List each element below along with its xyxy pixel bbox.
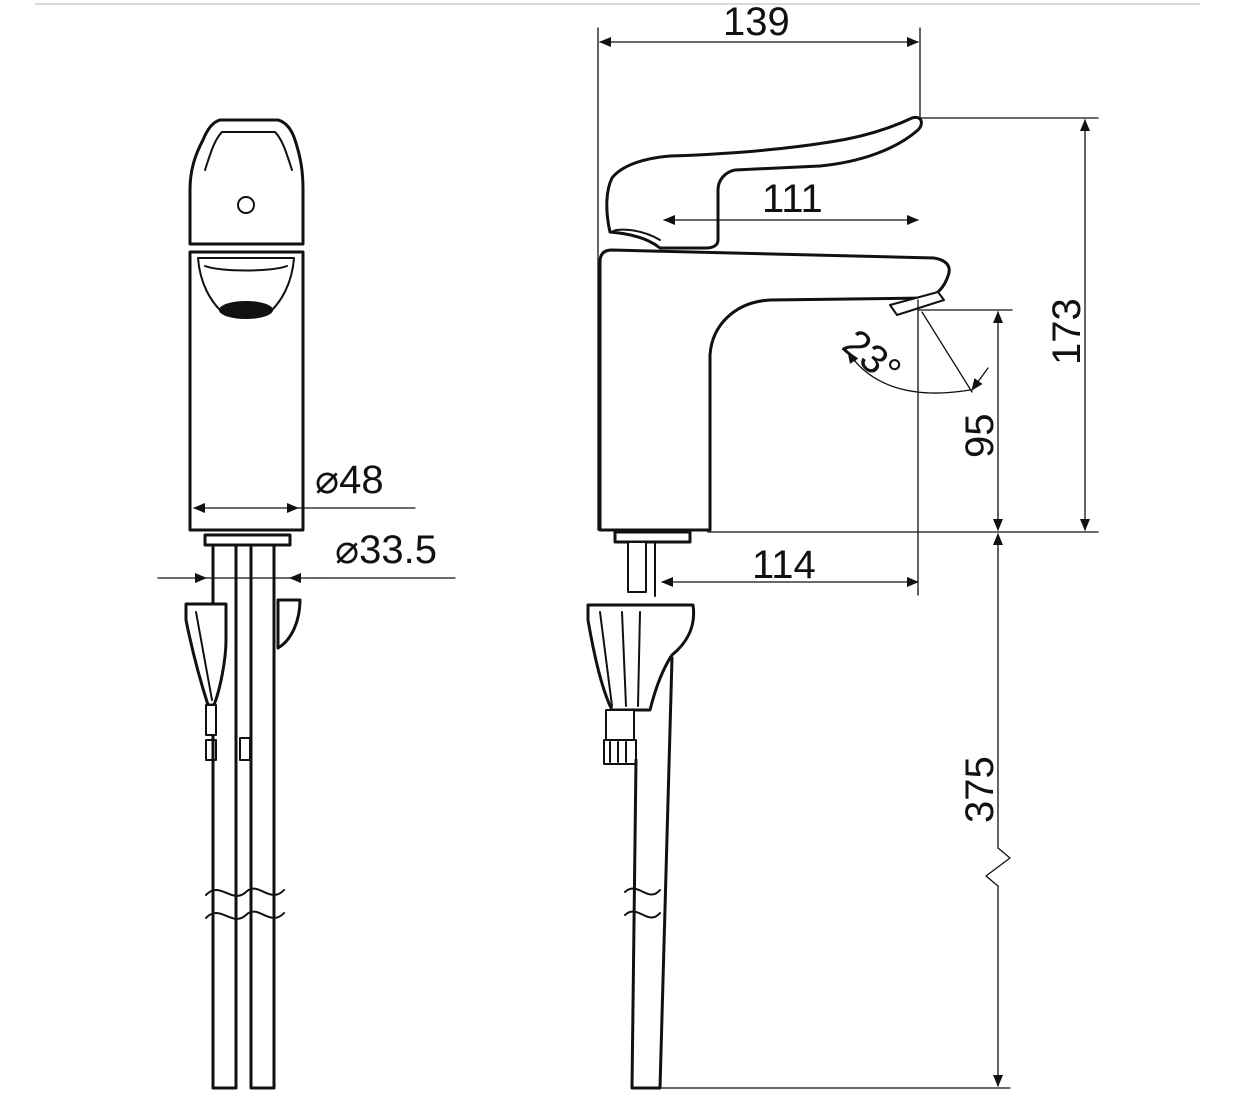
side-break-symbol-bottom xyxy=(624,910,661,919)
front-base-plate xyxy=(203,533,292,547)
side-spout-body xyxy=(598,248,951,532)
front-hose-right xyxy=(249,543,276,1090)
spray-angle-arrow xyxy=(971,367,989,391)
front-break-symbol-bottom xyxy=(205,910,285,920)
label-total-height: 173 xyxy=(1045,298,1089,365)
front-body xyxy=(188,250,305,532)
label-outlet-height: 95 xyxy=(958,414,1002,459)
side-bracket-stud xyxy=(605,709,635,741)
side-base-plate xyxy=(613,530,692,544)
spray-angle-arc xyxy=(847,351,971,394)
label-body-diameter: ⌀48 xyxy=(315,458,384,502)
front-lever-head xyxy=(188,118,305,246)
dim-break-zigzag xyxy=(985,847,1011,887)
front-bracket-clip xyxy=(239,737,251,761)
label-lever-length: 111 xyxy=(762,177,823,221)
side-aerator xyxy=(889,291,945,316)
front-bracket-rib xyxy=(195,611,213,701)
front-aerator-outlet xyxy=(219,301,273,319)
front-bracket-stud xyxy=(205,704,217,736)
front-aerator-rim xyxy=(204,265,288,272)
front-lever-screw-icon xyxy=(237,196,255,214)
label-hose-length: 375 xyxy=(958,756,1002,823)
front-mounting-bracket-right xyxy=(276,598,302,650)
side-break-symbol-top xyxy=(624,887,661,896)
front-mounting-bracket-left xyxy=(184,602,228,707)
side-mounting-bracket xyxy=(586,603,696,712)
side-view: 139 111 173 95 23° 114 375 xyxy=(586,0,1099,1090)
side-bracket-nut xyxy=(603,739,637,765)
side-nut-threads xyxy=(609,741,627,763)
side-lever-joint xyxy=(611,228,661,241)
front-view: ⌀48 ⌀33.5 xyxy=(157,118,456,1090)
side-shank xyxy=(627,541,647,593)
label-spray-angle: 23° xyxy=(834,321,909,394)
side-hose xyxy=(630,656,674,1090)
side-bracket-ribs xyxy=(599,611,641,707)
spray-angle-ray xyxy=(921,311,973,393)
label-overall-length: 139 xyxy=(723,0,790,44)
front-lever-inner-contour xyxy=(204,131,293,171)
front-break-symbol-top xyxy=(205,887,285,897)
label-base-diameter: ⌀33.5 xyxy=(335,528,437,572)
label-spout-reach: 114 xyxy=(752,543,816,587)
front-bracket-nut xyxy=(205,739,217,761)
front-hose-left xyxy=(211,543,238,1090)
